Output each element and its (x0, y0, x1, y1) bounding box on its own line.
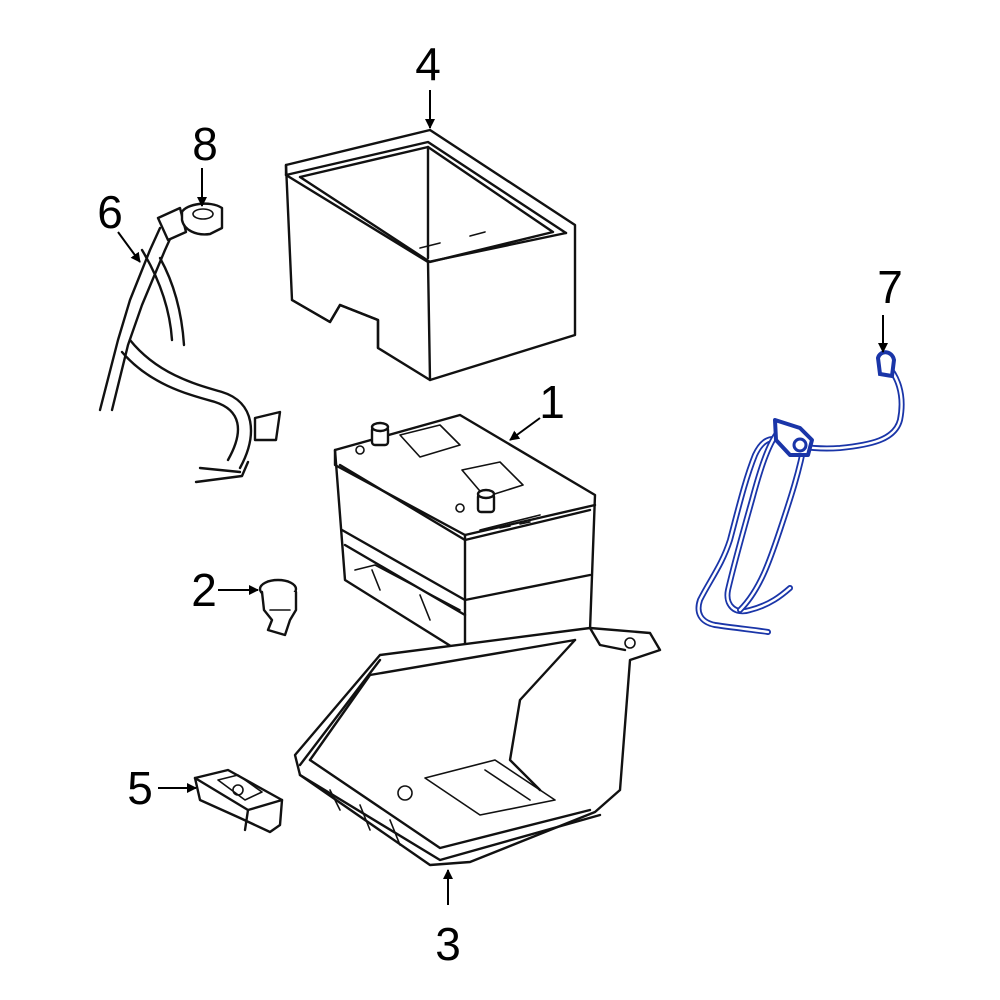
retainer-clip[interactable] (258, 578, 298, 637)
battery-cover[interactable] (284, 128, 577, 382)
battery[interactable] (333, 413, 597, 657)
callout-5[interactable]: 5 (127, 762, 153, 814)
callout-3[interactable]: 3 (435, 918, 461, 970)
callout-8[interactable]: 8 (192, 118, 218, 170)
arrow-1 (509, 417, 541, 441)
callout-arrows (117, 90, 888, 905)
callout-1[interactable]: 1 (539, 376, 565, 428)
terminal-clamp[interactable] (180, 202, 224, 236)
callout-2[interactable]: 2 (191, 564, 217, 616)
battery-tray[interactable] (293, 626, 662, 867)
arrow-6 (117, 231, 141, 263)
callout-labels: 1 2 3 4 5 6 7 8 (97, 38, 903, 970)
callout-7[interactable]: 7 (877, 261, 903, 313)
negative-cable[interactable] (98, 206, 282, 484)
callout-4[interactable]: 4 (415, 38, 441, 90)
hold-down-block[interactable] (193, 768, 284, 834)
callout-6[interactable]: 6 (97, 186, 123, 238)
positive-cable[interactable] (695, 350, 905, 635)
